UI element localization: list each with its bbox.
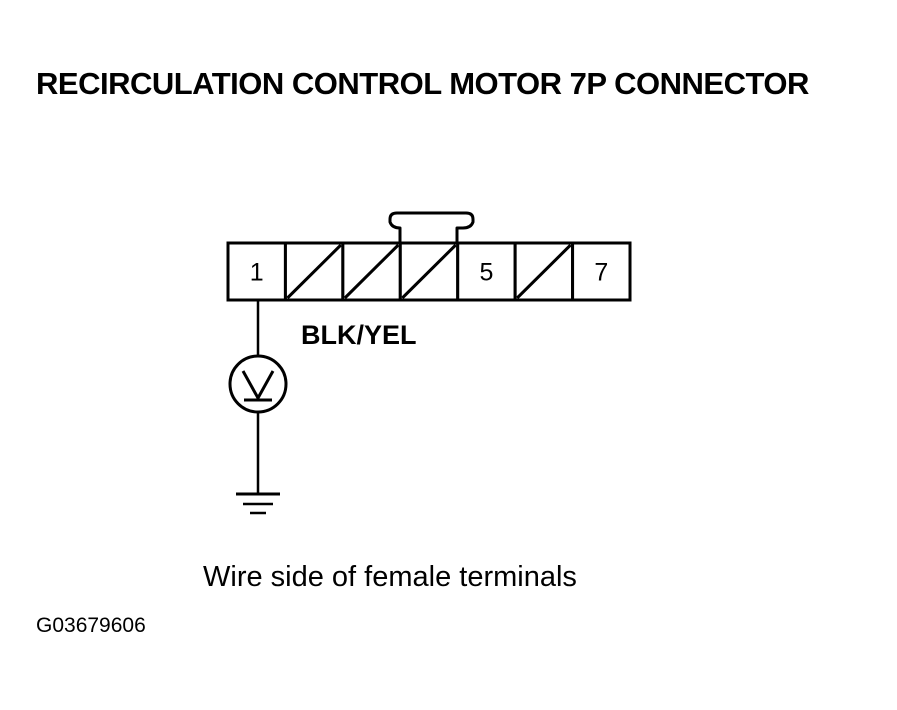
diagram-title: RECIRCULATION CONTROL MOTOR 7P CONNECTOR bbox=[36, 66, 809, 101]
terminal-number: 7 bbox=[594, 259, 608, 287]
terminal-cell-2 bbox=[283, 241, 345, 302]
terminal-number: 5 bbox=[479, 259, 493, 287]
terminal-cell-6 bbox=[513, 241, 575, 302]
wire-color-label: BLK/YEL bbox=[301, 320, 417, 350]
terminal-cell-3 bbox=[341, 241, 402, 302]
unused-terminal-slash bbox=[343, 243, 400, 300]
connector-body: 1 5 7 bbox=[226, 241, 632, 302]
terminal-number: 1 bbox=[250, 259, 264, 287]
figure-id: G03679606 bbox=[36, 614, 146, 637]
terminal-cell-1: 1 bbox=[226, 241, 287, 302]
ground-icon bbox=[236, 492, 280, 515]
connector-lock-tab bbox=[388, 211, 475, 243]
diagram-caption: Wire side of female terminals bbox=[203, 561, 577, 593]
terminal-cell-5: 5 bbox=[456, 241, 517, 302]
voltmeter-icon bbox=[228, 354, 288, 414]
terminal-cell-4 bbox=[398, 241, 460, 302]
unused-terminal-slash bbox=[286, 243, 342, 300]
unused-terminal-slash bbox=[516, 243, 572, 300]
terminal-cell-7: 7 bbox=[571, 241, 632, 302]
unused-terminal-slash bbox=[401, 243, 457, 300]
